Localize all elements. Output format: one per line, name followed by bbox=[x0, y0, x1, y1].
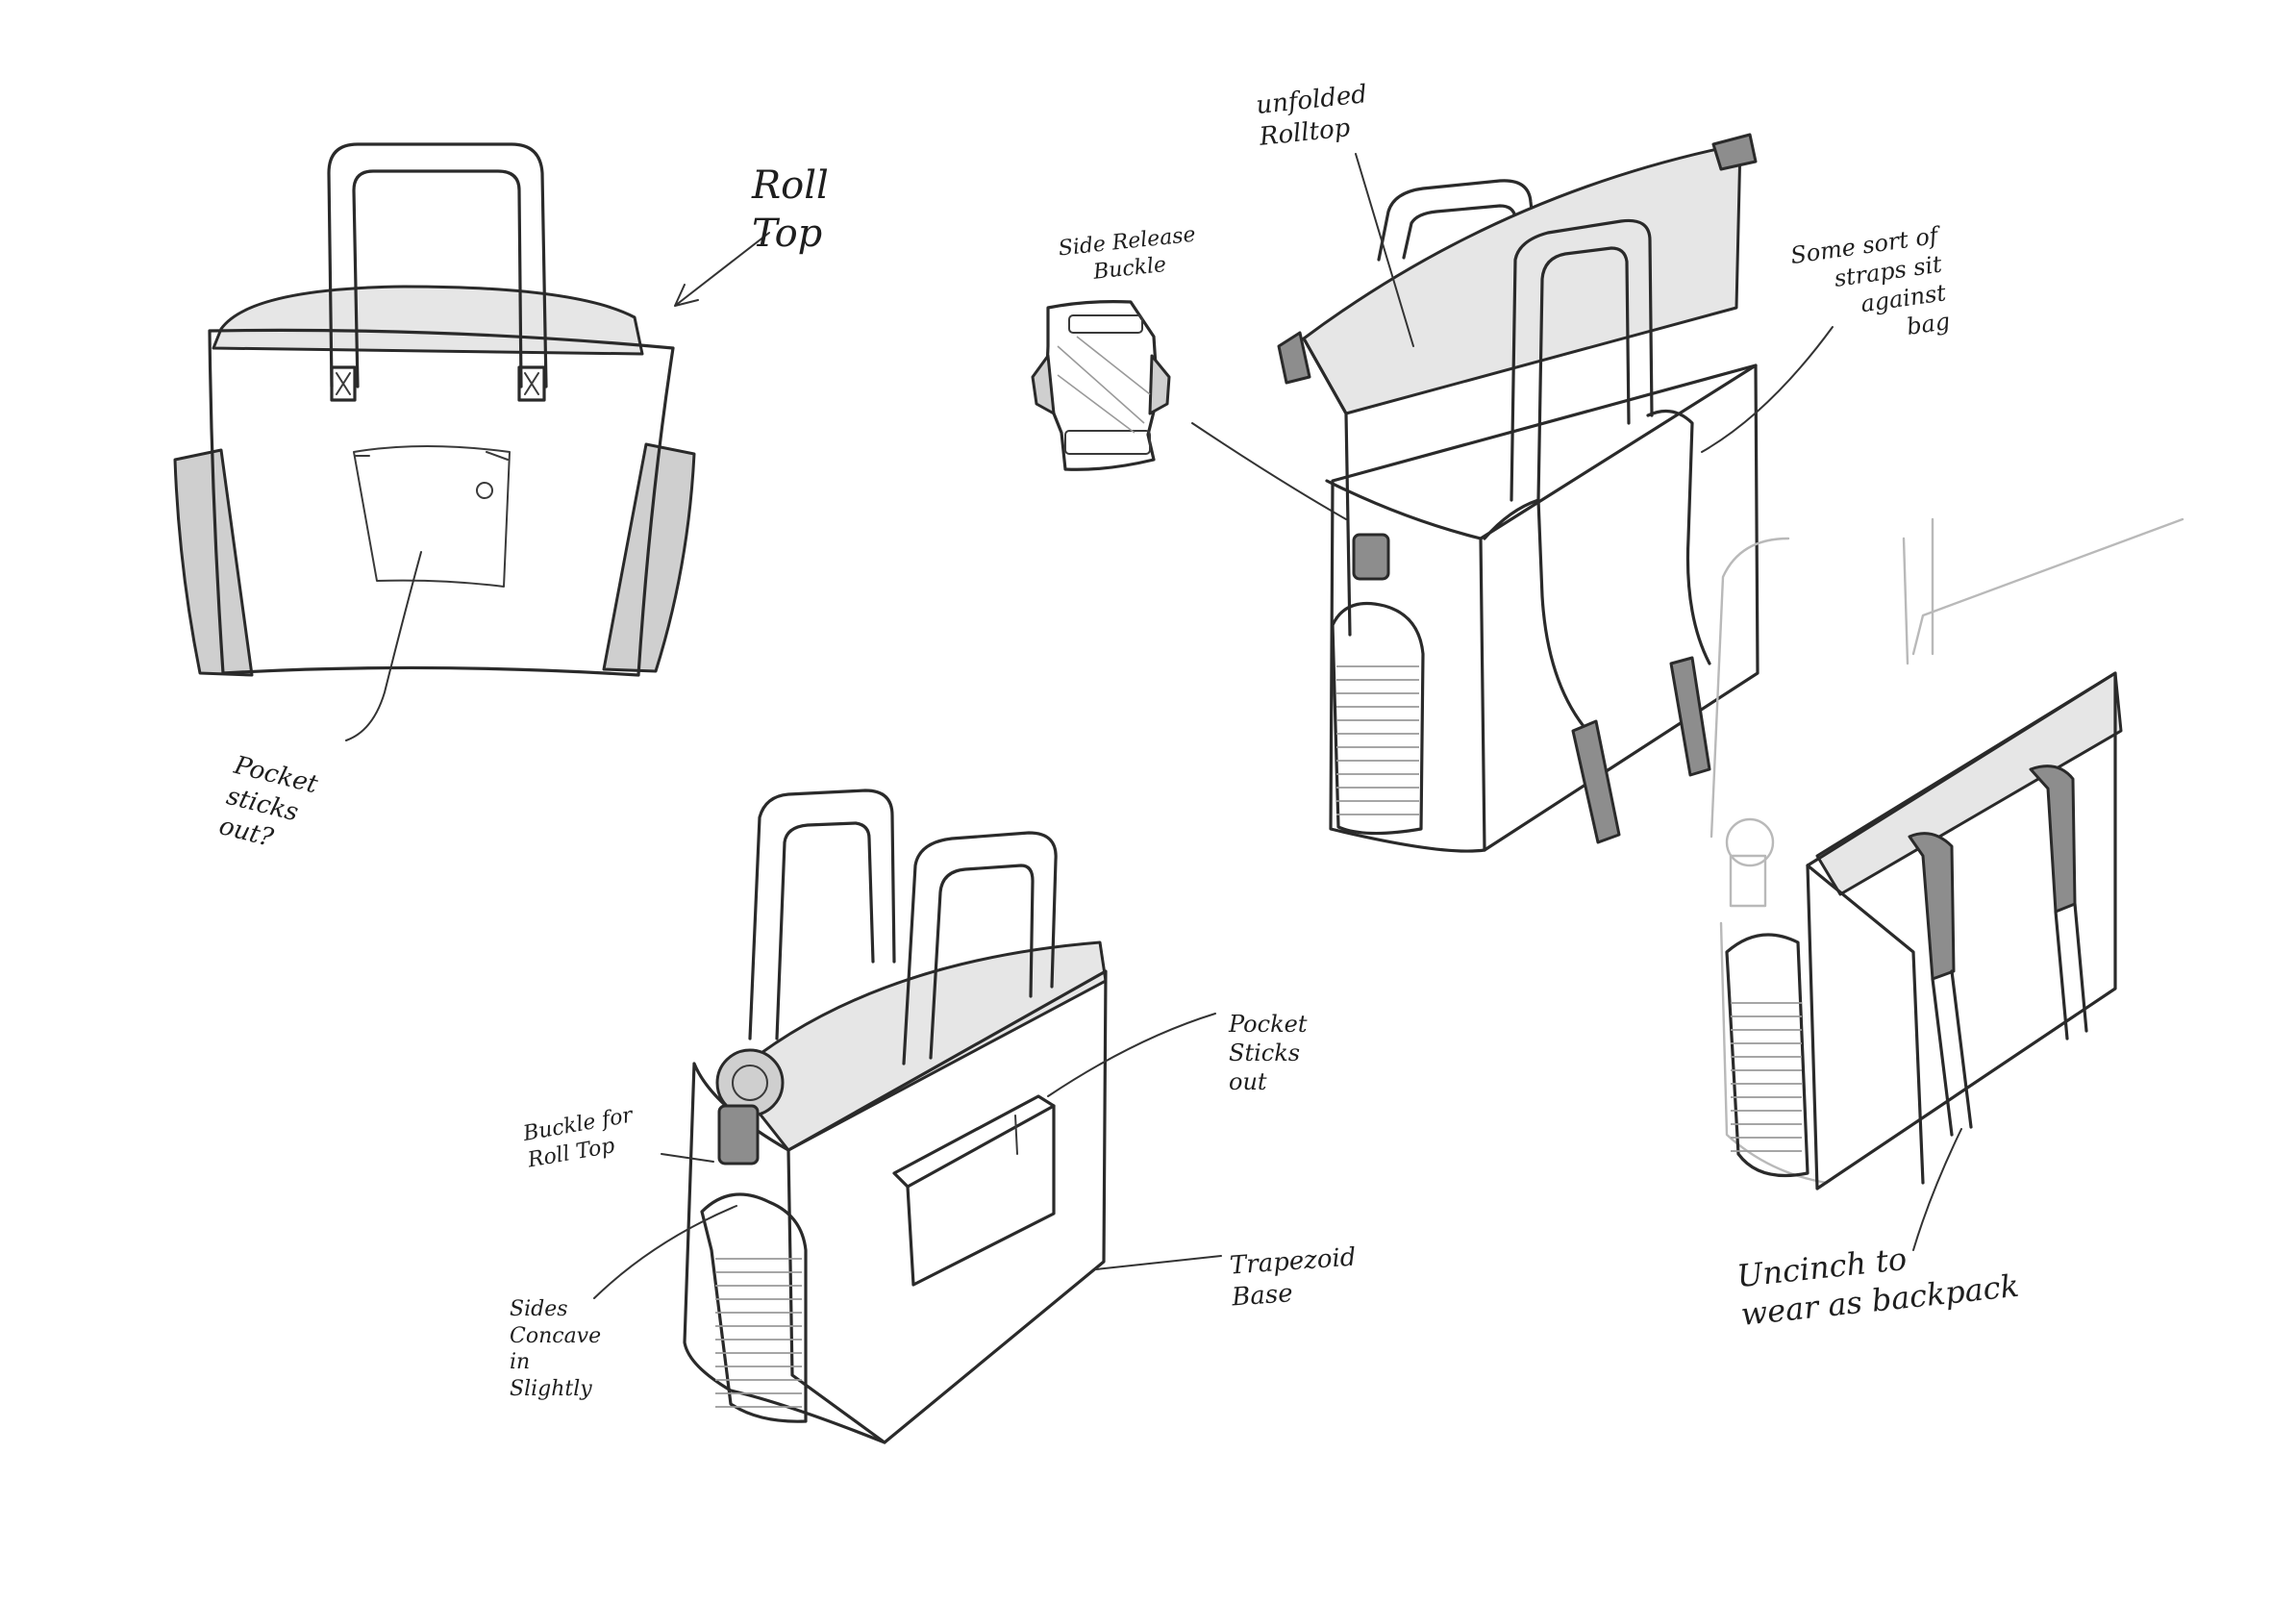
straps-against-bag-label: Some sort of straps sit against bag bbox=[1788, 221, 1952, 340]
pocket-sticks-out-label: Pocket Sticks out bbox=[1229, 1011, 1308, 1095]
trapezoid-base-label: Trapezoid Base bbox=[1228, 1242, 1358, 1313]
roll-top-arrow bbox=[674, 232, 770, 307]
sides-concave-label: Sides Concave in Slightly bbox=[510, 1297, 602, 1401]
buckle-leader bbox=[1191, 422, 1347, 520]
roll-top-label: Roll Top bbox=[752, 163, 829, 256]
front-view-bag bbox=[173, 142, 696, 741]
unfolded-rolltop-label: unfolded Rolltop bbox=[1255, 80, 1369, 152]
backpack-mode-bag bbox=[1710, 517, 2184, 1251]
side-release-buckle-sketch bbox=[1031, 300, 1171, 471]
three-quarter-tote bbox=[593, 789, 1222, 1444]
unfolded-rolltop-bag bbox=[1277, 133, 1834, 853]
